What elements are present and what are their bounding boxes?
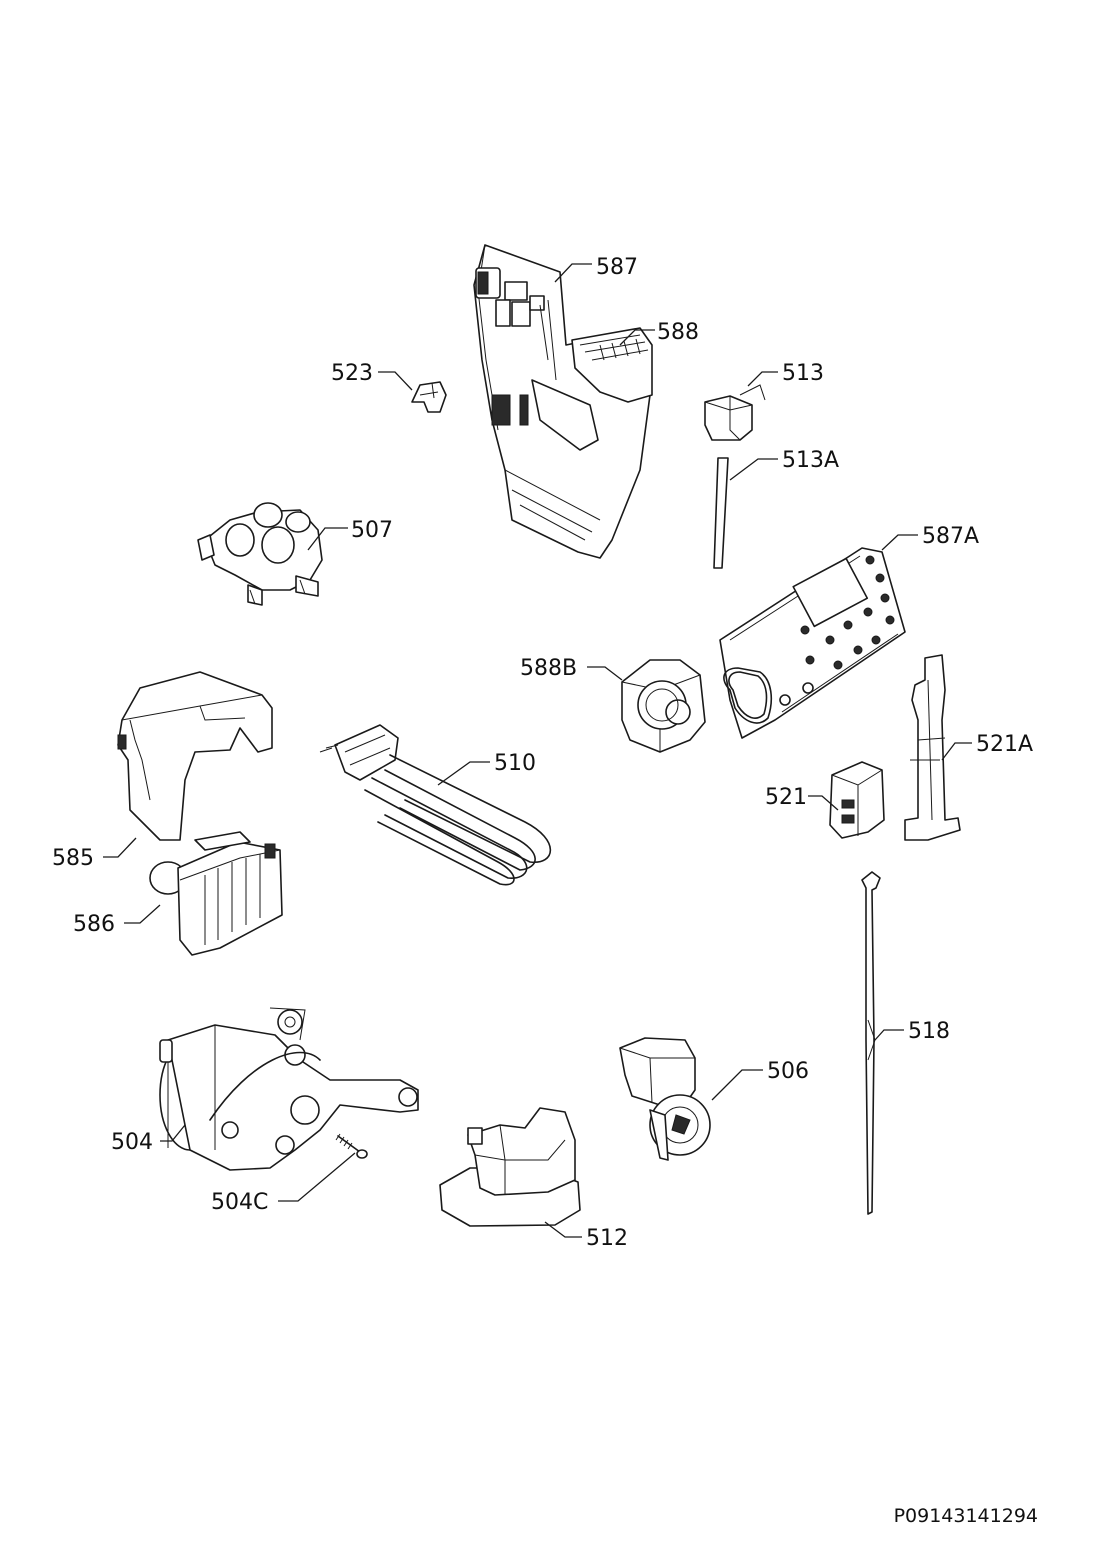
- callout-588: 588: [657, 320, 699, 345]
- callout-507: 507: [351, 518, 393, 543]
- callout-510: 510: [494, 751, 536, 776]
- part-512-filter[interactable]: [439, 1107, 581, 1227]
- callout-504c: 504C: [211, 1190, 268, 1215]
- part-585-cover[interactable]: [117, 671, 273, 841]
- part-506-drain-pump[interactable]: [619, 1037, 711, 1161]
- part-504-pump-assembly[interactable]: [159, 1007, 419, 1171]
- callout-504: 504: [111, 1130, 153, 1155]
- part-586-module[interactable]: [149, 831, 283, 956]
- callout-521a: 521A: [976, 732, 1033, 757]
- part-513a-rod[interactable]: [713, 457, 729, 569]
- part-521a-bracket[interactable]: [904, 654, 961, 841]
- callout-labels: 587 588 523 513 513A 507 587A 588B 521A …: [52, 255, 1033, 1251]
- callout-523: 523: [331, 361, 373, 386]
- callout-587: 587: [596, 255, 638, 280]
- callout-585: 585: [52, 846, 94, 871]
- part-588b-selector[interactable]: [621, 659, 706, 753]
- callout-513a: 513A: [782, 448, 839, 473]
- callout-587a: 587A: [922, 524, 979, 549]
- part-587-main-board[interactable]: [473, 244, 651, 559]
- callout-518: 518: [908, 1019, 950, 1044]
- document-id: P09143141294: [894, 1505, 1038, 1527]
- callout-521: 521: [765, 785, 807, 810]
- part-507-inlet-valve[interactable]: [197, 502, 323, 606]
- part-518-rod[interactable]: [861, 871, 881, 1215]
- part-510-heating-element[interactable]: [319, 724, 552, 886]
- part-521-door-lock[interactable]: [829, 761, 885, 839]
- part-504c-screw[interactable]: [335, 1133, 368, 1159]
- callout-506: 506: [767, 1059, 809, 1084]
- callout-586: 586: [73, 912, 115, 937]
- callout-513: 513: [782, 361, 824, 386]
- callout-512: 512: [586, 1226, 628, 1251]
- part-513-component[interactable]: [704, 384, 766, 441]
- leader-lines: [103, 263, 972, 1238]
- part-587a-interface-board[interactable]: [719, 547, 906, 739]
- part-523-clip[interactable]: [411, 381, 447, 413]
- part-588-board-housing[interactable]: [571, 327, 653, 403]
- callout-588b: 588B: [520, 656, 577, 681]
